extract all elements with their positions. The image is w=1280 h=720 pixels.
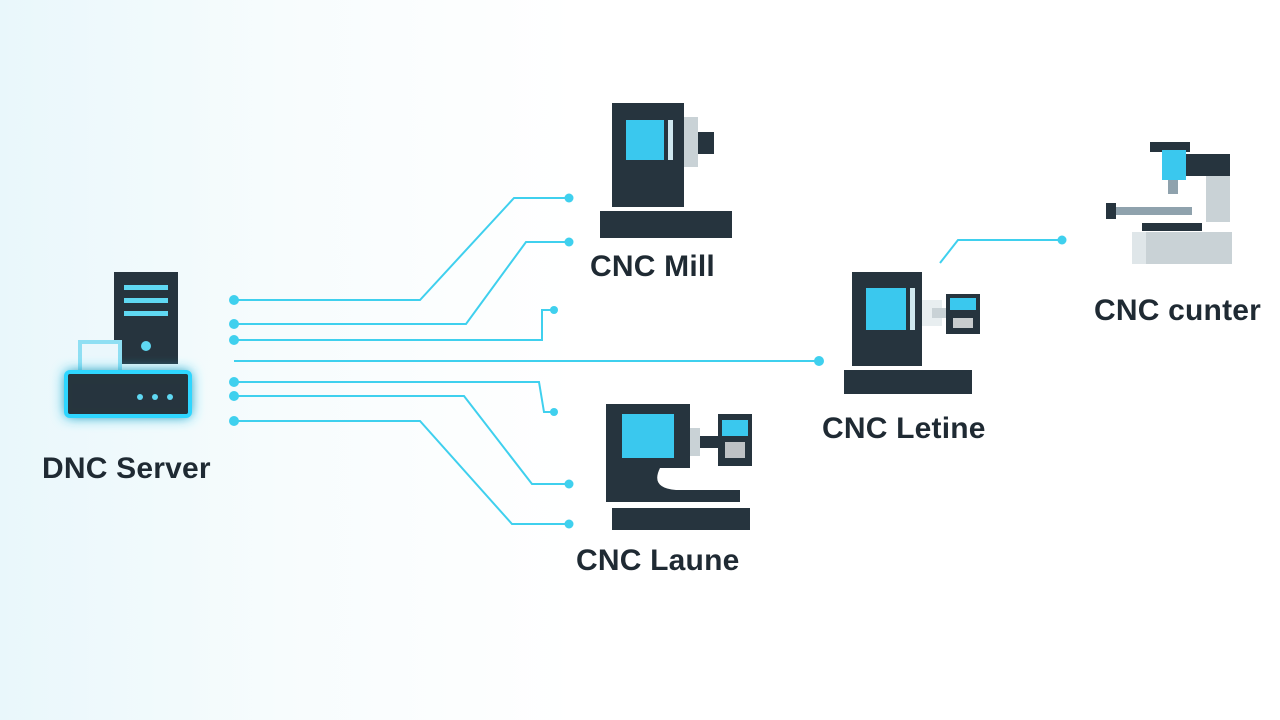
label-cnc-mill: CNC Mill: [590, 250, 715, 283]
label-dnc-server: DNC Server: [42, 452, 211, 485]
link-server-lathe-bottom-2: [234, 395, 569, 485]
cnc-lathe-icon-bottom: [606, 404, 752, 530]
endpoint-dot: [229, 377, 239, 387]
endpoint-dot: [564, 519, 574, 529]
link-server-mill-1: [234, 197, 569, 301]
endpoint-dot: [229, 295, 239, 305]
cnc-mill-icon: [600, 103, 732, 238]
connection-lines: [234, 197, 1062, 525]
cnc-machining-center-icon: [1106, 142, 1232, 264]
link-server-lathe-bottom-3: [234, 420, 569, 525]
endpoint-dot: [229, 391, 239, 401]
link-center: [939, 239, 1062, 264]
endpoint-dot: [564, 237, 574, 247]
link-endpoints: [229, 193, 1067, 529]
label-cnc-center: CNC cunter: [1094, 294, 1262, 327]
link-server-lathe-bottom-1: [234, 381, 554, 413]
endpoint-dot: [550, 306, 558, 314]
endpoint-dot: [229, 335, 239, 345]
endpoint-dot: [814, 356, 824, 366]
label-cnc-lathe-bottom: CNC Laune: [576, 544, 740, 577]
endpoint-dot: [564, 479, 574, 489]
link-server-mill-3: [234, 309, 554, 341]
server-icon: [64, 272, 192, 418]
label-cnc-lathe-top: CNC Letine: [822, 412, 986, 445]
cnc-lathe-icon-top: [844, 272, 980, 394]
endpoint-dot: [229, 319, 239, 329]
endpoint-dot: [1057, 235, 1067, 245]
link-server-mill-2: [234, 241, 569, 325]
endpoint-dot: [564, 193, 574, 203]
endpoint-dot: [550, 408, 558, 416]
endpoint-dot: [229, 416, 239, 426]
